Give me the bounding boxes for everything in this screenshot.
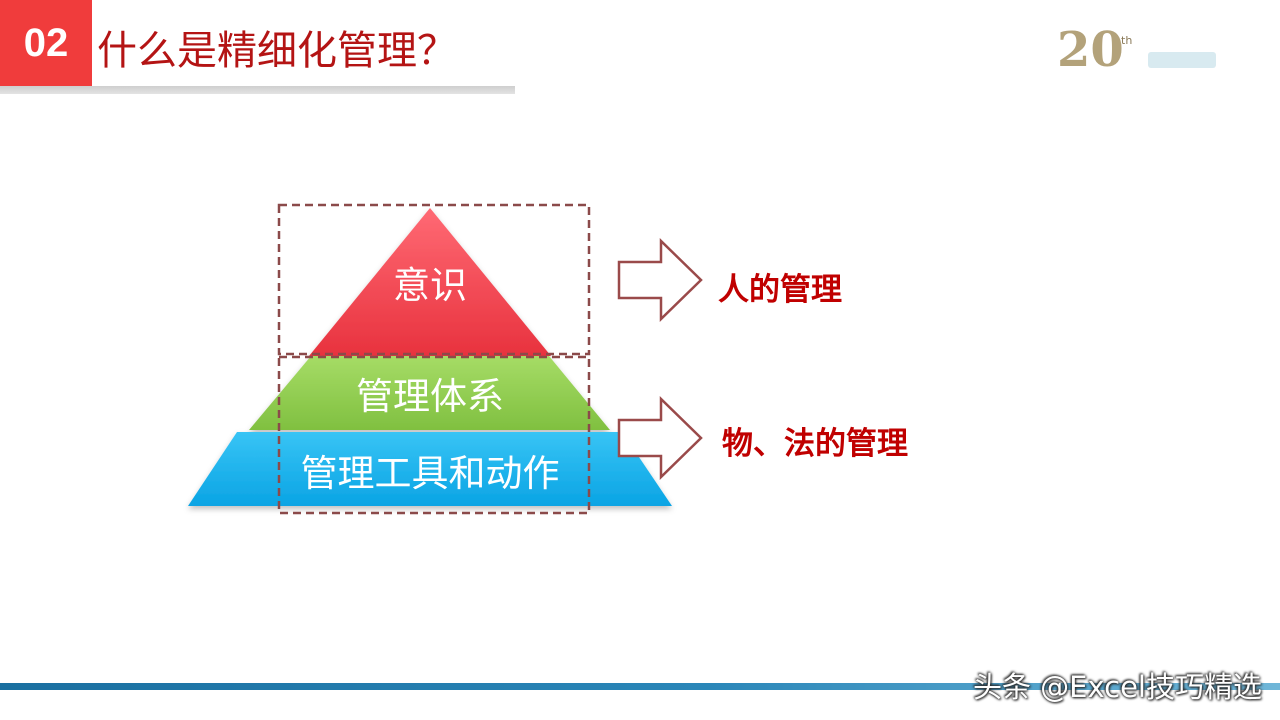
anniversary-logo: 20 th xyxy=(1057,22,1132,75)
object-method-management-label: 物、法的管理 xyxy=(722,426,908,462)
upper-arrow-icon xyxy=(617,238,703,322)
upper-dashed-frame xyxy=(277,203,591,356)
pyramid-top-tier xyxy=(309,208,551,356)
lower-arrow-icon xyxy=(617,396,703,480)
pyramid-bottom-label: 管理工具和动作 xyxy=(301,452,560,495)
logo-superscript: th xyxy=(1121,34,1132,47)
pyramid-middle-label: 管理体系 xyxy=(356,375,504,418)
title-underline xyxy=(0,86,515,94)
section-number-badge: 02 xyxy=(0,0,92,86)
watermark: 头条 @Excel技巧精选 xyxy=(972,670,1262,704)
footer-line xyxy=(0,683,1280,690)
pyramid-top-label: 意识 xyxy=(393,264,467,307)
slide-title: 什么是精细化管理？ xyxy=(97,28,457,74)
logo-caption-blurred xyxy=(1148,52,1216,68)
pyramid-middle-tier xyxy=(249,356,610,430)
human-management-label: 人的管理 xyxy=(718,272,842,308)
logo-number: 20 xyxy=(1057,22,1124,75)
pyramid-bottom-tier xyxy=(188,432,672,506)
